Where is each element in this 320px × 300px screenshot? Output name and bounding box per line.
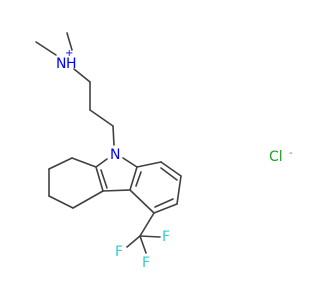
bonds bbox=[35, 32, 182, 254]
chemical-structure: N H + N F F F Cl - bbox=[35, 32, 293, 271]
fluorine-label-3: F bbox=[115, 244, 123, 260]
bond-c8-c7 bbox=[160, 161, 182, 177]
bond-c5-cf3 bbox=[139, 212, 155, 237]
atom-labels: N H + N F F F Cl - bbox=[56, 48, 293, 271]
bond-c9a-c1 bbox=[71, 157, 97, 168]
bond-c9a-c4a bbox=[95, 166, 104, 192]
bond-c6-c5 bbox=[153, 203, 178, 214]
bond-c4b-c8a-double bbox=[135, 171, 142, 187]
bond-chain2-chain3 bbox=[89, 109, 114, 127]
bond-methyl1-n bbox=[35, 41, 57, 56]
bond-cf3-f3 bbox=[126, 235, 141, 248]
bond-n-chain1 bbox=[73, 68, 91, 83]
bond-c3-c4 bbox=[48, 195, 74, 209]
bond-c9a-c4a-double bbox=[100, 169, 108, 189]
bond-n-c9a bbox=[95, 158, 108, 168]
bond-c4a-c4b bbox=[102, 189, 131, 192]
bond-c1-c2 bbox=[48, 157, 73, 170]
ring-nitrogen-label: N bbox=[110, 147, 120, 163]
bond-c8a-c8 bbox=[136, 161, 162, 168]
nh-nitrogen-label: N bbox=[56, 56, 66, 72]
bond-c4-c4a bbox=[72, 190, 104, 209]
bond-c5-c4b bbox=[129, 189, 155, 214]
bond-c8-c7-double bbox=[160, 167, 178, 181]
bond-chain3-nring bbox=[112, 125, 115, 146]
fluorine-label-2: F bbox=[162, 229, 170, 245]
bond-c8a-n bbox=[122, 157, 138, 168]
bond-cf3-f2 bbox=[139, 235, 161, 238]
bond-c7-c6 bbox=[176, 175, 182, 205]
bond-cf3-f1 bbox=[139, 235, 147, 254]
bond-c4b-c8a bbox=[129, 166, 138, 191]
nh-charge-label: + bbox=[65, 48, 73, 59]
chloride-label: Cl bbox=[269, 149, 283, 165]
bond-c6-c5-double bbox=[154, 198, 174, 208]
bond-methyl2-n bbox=[66, 32, 73, 51]
fluorine-label-1: F bbox=[142, 255, 150, 271]
chloride-charge-label: - bbox=[289, 148, 293, 159]
nh-hydrogen-label: H bbox=[66, 56, 77, 72]
